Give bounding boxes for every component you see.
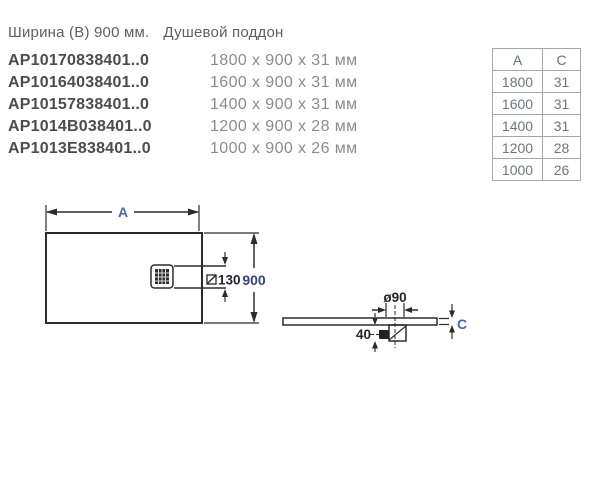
- tray-outline: [45, 232, 203, 324]
- dim-label-c: C: [457, 316, 467, 332]
- dim-label-130: 130: [218, 273, 241, 288]
- dim-label-o90: ø90: [383, 290, 406, 305]
- dim-label-900: 900: [242, 272, 266, 288]
- product-size: 1600 x 900 x 31 мм: [210, 74, 358, 91]
- product-code: AP1014B038401..0: [8, 118, 152, 135]
- tray-profile: [282, 317, 438, 326]
- cell-a: 1800: [492, 70, 543, 93]
- table-row: 1600 31: [492, 92, 581, 115]
- cell-a: 1600: [492, 92, 543, 115]
- product-row: AP10170838401..0 1800 x 900 x 31 мм: [8, 50, 358, 72]
- plan-view: A 1: [45, 204, 266, 324]
- table-row: 1400 31: [492, 114, 581, 137]
- width-label: Ширина (B) 900 мм.: [8, 24, 150, 41]
- side-view: ø90 40 C: [282, 290, 467, 352]
- cell-a: 1000: [492, 158, 543, 181]
- spec-table: A C 1800 31 1600 31 1400 31 1200 28 1000: [492, 48, 581, 181]
- product-code: AP10170838401..0: [8, 52, 150, 69]
- table-row: 1800 31: [492, 70, 581, 93]
- product-row: AP1013E838401..0 1000 x 900 x 26 мм: [8, 138, 358, 160]
- drain-trap: [370, 324, 407, 342]
- spec-table-header-row: A C: [492, 48, 581, 71]
- product-code: AP10157838401..0: [8, 96, 150, 113]
- dim-label-40: 40: [356, 327, 371, 342]
- cell-c: 31: [542, 92, 581, 115]
- product-size: 1000 x 900 x 26 мм: [210, 140, 358, 157]
- product-list: AP10170838401..0 1800 x 900 x 31 мм AP10…: [8, 50, 358, 160]
- product-code: AP10164038401..0: [8, 74, 150, 91]
- square-dimension-icon: [206, 274, 217, 285]
- product-size: 1400 x 900 x 31 мм: [210, 96, 358, 113]
- product-code: AP1013E838401..0: [8, 140, 151, 157]
- dim-label-a: A: [118, 204, 128, 220]
- cell-c: 31: [542, 114, 581, 137]
- product-row: AP10157838401..0 1400 x 900 x 31 мм: [8, 94, 358, 116]
- product-type-label: Душевой поддон: [163, 24, 284, 41]
- product-row: AP1014B038401..0 1200 x 900 x 28 мм: [8, 116, 358, 138]
- table-row: 1000 26: [492, 158, 581, 181]
- product-size: 1800 x 900 x 31 мм: [210, 52, 358, 69]
- page-title: Ширина (B) 900 мм. Душевой поддон: [8, 24, 284, 41]
- drain-grate-icon: [150, 264, 174, 289]
- product-size: 1200 x 900 x 28 мм: [210, 118, 358, 135]
- product-row: AP10164038401..0 1600 x 900 x 31 мм: [8, 72, 358, 94]
- cell-c: 26: [542, 158, 581, 181]
